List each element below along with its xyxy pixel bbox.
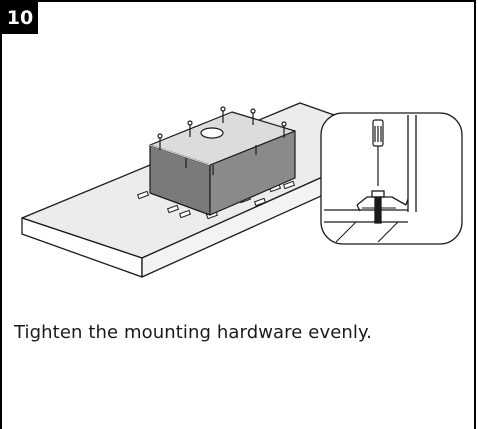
mounting-clip-icon xyxy=(356,190,409,224)
sink-basin xyxy=(149,106,296,216)
screwdriver-icon xyxy=(372,119,384,186)
step-number-badge: 10 xyxy=(2,2,38,34)
detail-callout xyxy=(320,112,463,245)
installation-illustration xyxy=(21,102,463,278)
instruction-text: Tighten the mounting hardware evenly. xyxy=(14,322,372,343)
